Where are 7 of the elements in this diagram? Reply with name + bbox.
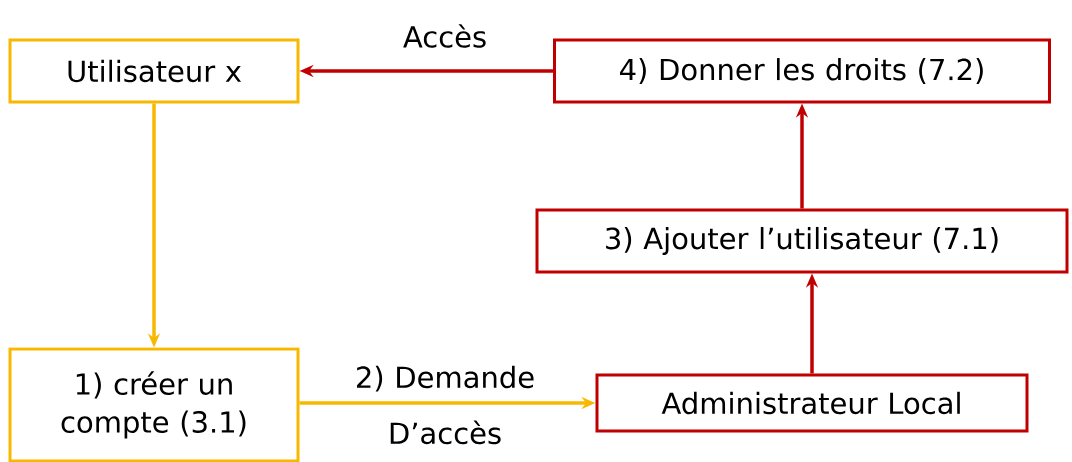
edge-label: 2) Demande D’accès [357,365,534,445]
process-box: 1) créer un compte (3.1) [8,347,300,462]
process-box: Administrateur Local [595,373,1029,433]
process-box: 3) Ajouter l’utilisateur (7.1) [535,208,1069,274]
process-box: Utilisateur x [8,38,300,104]
process-box: 4) Donner les droits (7.2) [553,38,1051,104]
edge-label: Accès [403,24,486,48]
